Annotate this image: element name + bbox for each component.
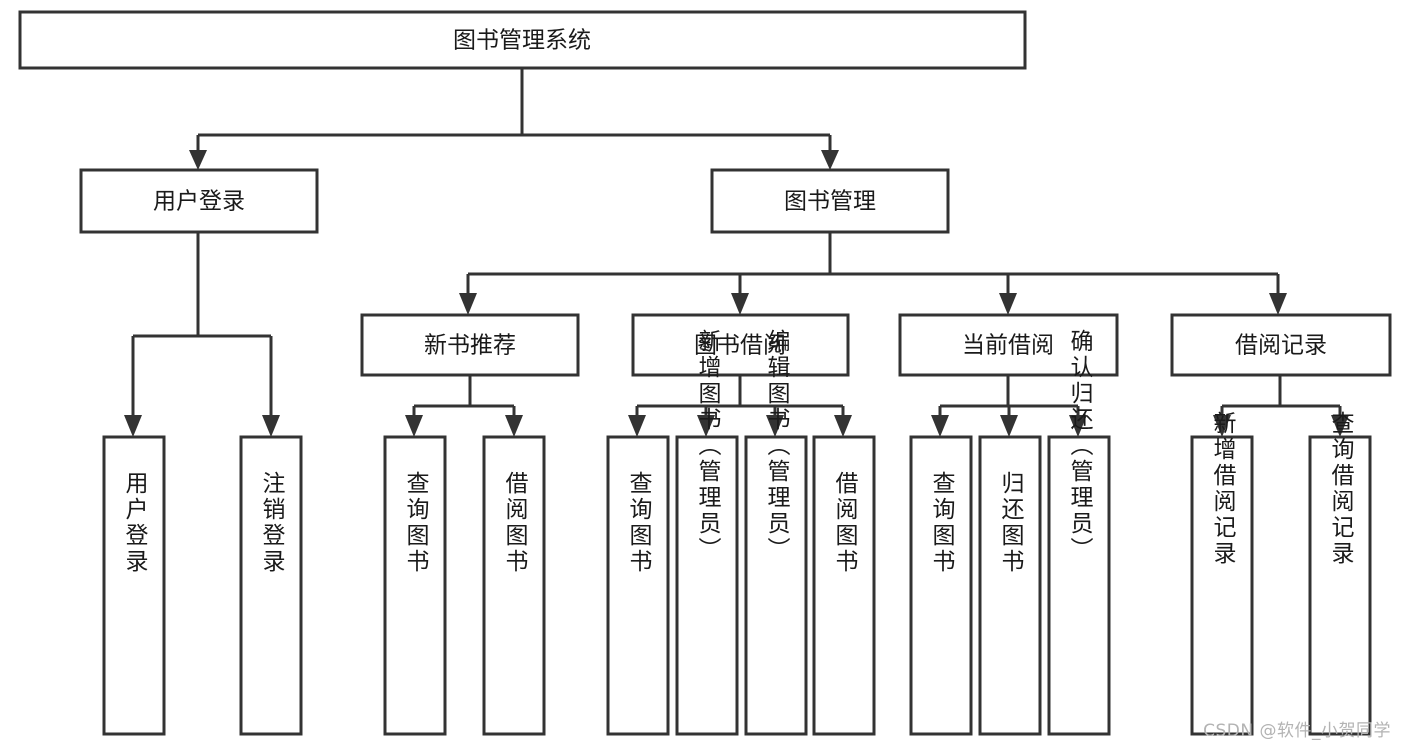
leaf-user-login-login-label: 用户登录 — [121, 471, 149, 575]
leaf-borrow-record-query-box[interactable] — [1308, 435, 1372, 736]
arrow-head-br-leaf-2 — [1331, 415, 1349, 437]
arrow-head-cb-leaf-3 — [1069, 415, 1087, 437]
node-book-borrow-label: 图书借阅 — [694, 333, 786, 359]
node-book-borrow[interactable]: 图书借阅 — [631, 313, 850, 377]
arrow-head-bb-leaf-2 — [697, 415, 715, 437]
node-new-book-recommend-box[interactable] — [360, 313, 580, 377]
arrow-head-current-borrow — [999, 293, 1017, 315]
arrow-head-borrow-record — [1269, 293, 1287, 315]
leaf-book-borrow-edit[interactable]: 编辑图书（管理员） — [744, 329, 808, 736]
node-borrow-record[interactable]: 借阅记录 — [1170, 313, 1392, 377]
leaf-book-borrow-query[interactable]: 查询图书 — [606, 435, 670, 736]
leaf-book-borrow-add[interactable]: 新增图书（管理员） — [675, 329, 739, 736]
node-borrow-record-label: 借阅记录 — [1235, 333, 1327, 359]
node-borrow-record-box[interactable] — [1170, 313, 1392, 377]
leaf-current-borrow-confirm-box[interactable] — [1047, 435, 1111, 736]
leaf-borrow-record-add[interactable]: 新增借阅记录 — [1190, 411, 1254, 736]
leaf-book-borrow-edit-box[interactable] — [744, 435, 808, 736]
arrow-head-book-borrow — [731, 293, 749, 315]
arrow-head-bb-leaf-1 — [628, 415, 646, 437]
arrow-head-book-mgmt — [821, 150, 839, 170]
leaf-new-book-query[interactable]: 查询图书 — [383, 435, 447, 736]
node-root-label: 图书管理系统 — [453, 28, 591, 54]
leaf-book-borrow-edit-label: 编辑图书（管理员） — [763, 329, 791, 563]
leaf-current-borrow-confirm-label: 确认归还（管理员） — [1066, 329, 1094, 563]
leaf-user-login-logout-label: 注销登录 — [258, 471, 286, 575]
leaf-user-login-login[interactable]: 用户登录 — [102, 435, 166, 736]
node-book-management-label: 图书管理 — [784, 189, 876, 215]
arrow-head-nb-leaf-1 — [405, 415, 423, 437]
leaf-book-borrow-query-box[interactable] — [606, 435, 670, 736]
leaf-book-borrow-borrow-box[interactable] — [812, 435, 876, 736]
node-root-box[interactable] — [18, 10, 1027, 70]
arrow-head-br-leaf-1 — [1213, 415, 1231, 437]
arrow-head-bb-leaf-4 — [834, 415, 852, 437]
leaf-book-borrow-add-label: 新增图书（管理员） — [694, 329, 722, 563]
leaf-new-book-borrow[interactable]: 借阅图书 — [482, 435, 546, 736]
leaf-book-borrow-borrow-label: 借阅图书 — [831, 471, 859, 575]
leaf-user-login-logout-box[interactable] — [239, 435, 303, 736]
leaf-new-book-query-label: 查询图书 — [402, 471, 430, 575]
node-book-management-box[interactable] — [710, 168, 950, 234]
arrow-head-bb-leaf-3 — [766, 415, 784, 437]
leaf-current-borrow-return-label: 归还图书 — [997, 471, 1025, 575]
leaf-current-borrow-return[interactable]: 归还图书 — [978, 435, 1042, 736]
node-new-book-recommend[interactable]: 新书推荐 — [360, 313, 580, 377]
leaf-new-book-borrow-box[interactable] — [482, 435, 546, 736]
leaf-current-borrow-query-label: 查询图书 — [928, 471, 956, 575]
leaf-current-borrow-confirm[interactable]: 确认归还（管理员） — [1047, 329, 1111, 736]
arrow-head-user-login — [189, 150, 207, 170]
leaf-borrow-record-query[interactable]: 查询借阅记录 — [1308, 411, 1372, 736]
leaf-current-borrow-query-box[interactable] — [909, 435, 973, 736]
arrow-head-cb-leaf-1 — [931, 415, 949, 437]
node-current-borrow-box[interactable] — [898, 313, 1119, 377]
leaf-book-borrow-query-label: 查询图书 — [625, 471, 653, 575]
leaf-borrow-record-add-label: 新增借阅记录 — [1209, 411, 1237, 567]
leaf-user-login-login-box[interactable] — [102, 435, 166, 736]
arrow-head-new-book — [459, 293, 477, 315]
node-user-login-label: 用户登录 — [153, 189, 245, 215]
arrow-head-cb-leaf-2 — [1000, 415, 1018, 437]
node-book-borrow-box[interactable] — [631, 313, 850, 377]
connector-layer — [124, 68, 1349, 437]
leaf-book-borrow-borrow[interactable]: 借阅图书 — [812, 435, 876, 736]
leaf-user-login-logout[interactable]: 注销登录 — [239, 435, 303, 736]
leaf-current-borrow-return-box[interactable] — [978, 435, 1042, 736]
node-new-book-recommend-label: 新书推荐 — [424, 333, 516, 359]
arrow-head-leaf-user-login — [124, 415, 142, 437]
leaf-borrow-record-add-box[interactable] — [1190, 435, 1254, 736]
leaf-new-book-borrow-label: 借阅图书 — [501, 471, 529, 575]
node-current-borrow-label: 当前借阅 — [962, 333, 1054, 359]
node-current-borrow[interactable]: 当前借阅 — [898, 313, 1119, 377]
leaf-new-book-query-box[interactable] — [383, 435, 447, 736]
node-user-login[interactable]: 用户登录 — [79, 168, 319, 234]
node-user-login-box[interactable] — [79, 168, 319, 234]
node-root[interactable]: 图书管理系统 — [18, 10, 1027, 70]
arrow-head-nb-leaf-2 — [505, 415, 523, 437]
leaf-current-borrow-query[interactable]: 查询图书 — [909, 435, 973, 736]
arrow-head-leaf-logout — [262, 415, 280, 437]
node-book-management[interactable]: 图书管理 — [710, 168, 950, 234]
leaf-book-borrow-add-box[interactable] — [675, 435, 739, 736]
leaf-borrow-record-query-label: 查询借阅记录 — [1327, 411, 1355, 567]
